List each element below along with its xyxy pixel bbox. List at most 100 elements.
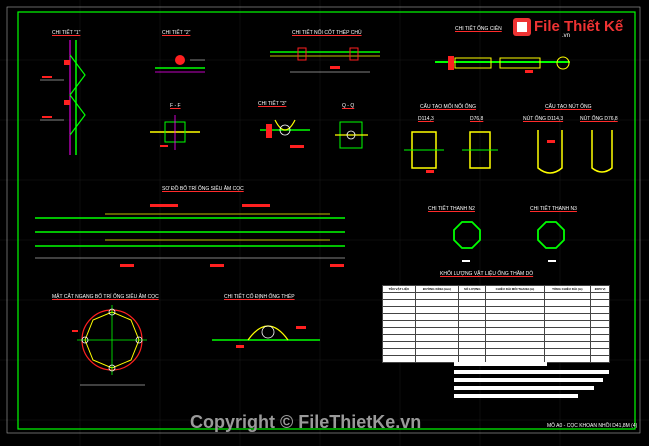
label-bar-n3: CHI TIẾT THANH N3 xyxy=(530,206,577,212)
table-cell xyxy=(414,299,460,307)
table-cell xyxy=(590,327,610,335)
table-cell xyxy=(414,348,460,356)
filethietke-logo: File Thiết Kế .vn xyxy=(512,16,632,39)
rebar-splice-drawing xyxy=(270,47,380,73)
label-detail-3: CHI TIẾT "3" xyxy=(258,101,287,107)
table-cell xyxy=(485,299,545,307)
pile-section-drawing xyxy=(72,305,147,386)
table-cell xyxy=(414,306,460,314)
table-cell xyxy=(543,334,592,342)
tube-detail-drawing xyxy=(435,56,570,73)
table-cell xyxy=(382,327,416,335)
table-cell xyxy=(382,334,416,342)
table-cell xyxy=(485,334,545,342)
detail-3-drawing xyxy=(260,119,310,148)
label-d114: D114,3 xyxy=(418,116,434,122)
table-cell xyxy=(590,313,610,321)
note-line xyxy=(454,362,547,366)
table-cell xyxy=(543,341,592,349)
table-cell xyxy=(543,306,592,314)
table-cell xyxy=(458,313,487,321)
label-detail-1: CHI TIẾT "1" xyxy=(52,30,81,36)
note-line xyxy=(454,378,603,382)
label-material: KHỐI LƯỢNG VẬT LIỆU ỐNG THĂM DÒ xyxy=(440,271,534,277)
table-cell xyxy=(382,313,416,321)
material-table: TÊN VẬT LIỆU ĐƯỜNG KÍNH (mm) SỐ LƯỢNG CH… xyxy=(382,285,610,363)
detail-2-drawing xyxy=(155,55,205,73)
note-line xyxy=(454,370,609,374)
table-cell xyxy=(543,313,592,321)
label-detail-2: CHI TIẾT "2" xyxy=(162,30,191,36)
col-total: TỔNG CHIỀU DÀI (m) xyxy=(543,285,592,293)
table-cell xyxy=(543,292,592,300)
table-cell xyxy=(485,327,545,335)
section-ff-drawing xyxy=(150,115,200,150)
table-cell xyxy=(382,348,416,356)
logo-brand: File Thiết Kế xyxy=(534,18,624,35)
table-row xyxy=(382,341,610,349)
table-cell xyxy=(414,334,460,342)
col-diameter: ĐƯỜNG KÍNH (mm) xyxy=(414,285,460,293)
table-cell xyxy=(458,299,487,307)
tube-cap-drawing xyxy=(537,130,613,174)
table-cell xyxy=(485,306,545,314)
inner-frame xyxy=(17,11,636,430)
table-cell xyxy=(458,341,487,349)
table-cell xyxy=(458,320,487,328)
table-cell xyxy=(414,320,460,328)
table-cell xyxy=(458,292,487,300)
table-cell xyxy=(458,348,487,356)
table-cell xyxy=(382,306,416,314)
table-cell xyxy=(414,292,460,300)
sheet-title: MÔ A0 - CỌC KHOAN NHỒI D41,8M (4) xyxy=(547,423,638,429)
table-cell xyxy=(543,327,592,335)
section-qq-drawing xyxy=(335,121,368,149)
notes-block xyxy=(454,362,609,402)
note-line xyxy=(454,394,578,398)
pile-layout-drawing xyxy=(35,204,345,267)
bar-n3-drawing xyxy=(537,221,565,262)
table-cell xyxy=(382,341,416,349)
detail-1-drawing xyxy=(40,40,86,155)
table-cell xyxy=(458,327,487,335)
outer-frame xyxy=(6,6,641,434)
label-cap-d114: NÚT ỐNG D114,3 xyxy=(523,116,564,122)
table-cell xyxy=(590,334,610,342)
table-cell xyxy=(590,341,610,349)
label-section-qq: Q - Q xyxy=(342,103,355,109)
table-cell xyxy=(543,348,592,356)
material-table-header: TÊN VẬT LIỆU ĐƯỜNG KÍNH (mm) SỐ LƯỢNG CH… xyxy=(382,285,610,293)
label-bar-n2: CHI TIẾT THANH N2 xyxy=(428,206,475,212)
table-cell xyxy=(382,292,416,300)
col-unit: ĐƠN VỊ xyxy=(590,285,610,293)
col-name: TÊN VẬT LIỆU xyxy=(382,285,416,293)
table-row xyxy=(382,299,610,307)
table-cell xyxy=(458,334,487,342)
table-row xyxy=(382,334,610,342)
label-tube-joint: CẤU TẠO MỐI NỐI ỐNG xyxy=(420,104,477,110)
table-row xyxy=(382,306,610,314)
label-d76: D76,8 xyxy=(470,116,484,122)
label-layout: SƠ ĐỒ BỐ TRÍ ỐNG SIÊU ÂM CỌC xyxy=(162,186,244,192)
table-cell xyxy=(590,348,610,356)
copyright-watermark: Copyright © FileThietKe.vn xyxy=(190,412,422,432)
label-section-ff: F - F xyxy=(170,103,181,109)
table-cell xyxy=(485,292,545,300)
table-cell xyxy=(485,341,545,349)
table-row xyxy=(382,348,610,356)
label-tube-cap: CẤU TẠO NÚT ỐNG xyxy=(545,104,592,110)
table-cell xyxy=(485,348,545,356)
bar-n2-drawing xyxy=(453,221,481,262)
col-count: SỐ LƯỢNG xyxy=(458,285,487,293)
table-cell xyxy=(458,306,487,314)
note-line xyxy=(454,386,594,390)
table-cell xyxy=(414,355,460,363)
table-row xyxy=(382,327,610,335)
label-tube-detail: CHI TIẾT ỐNG CIÊN xyxy=(455,26,502,32)
table-cell xyxy=(414,341,460,349)
label-rebar-splice: CHI TIẾT NỐI CỐT THÉP CHỦ xyxy=(292,30,362,36)
col-length: CHIỀU DÀI MỖI THANH (m) xyxy=(485,285,545,293)
table-cell xyxy=(590,299,610,307)
tube-joint-drawing xyxy=(404,131,498,173)
tube-fix-drawing xyxy=(212,325,320,348)
